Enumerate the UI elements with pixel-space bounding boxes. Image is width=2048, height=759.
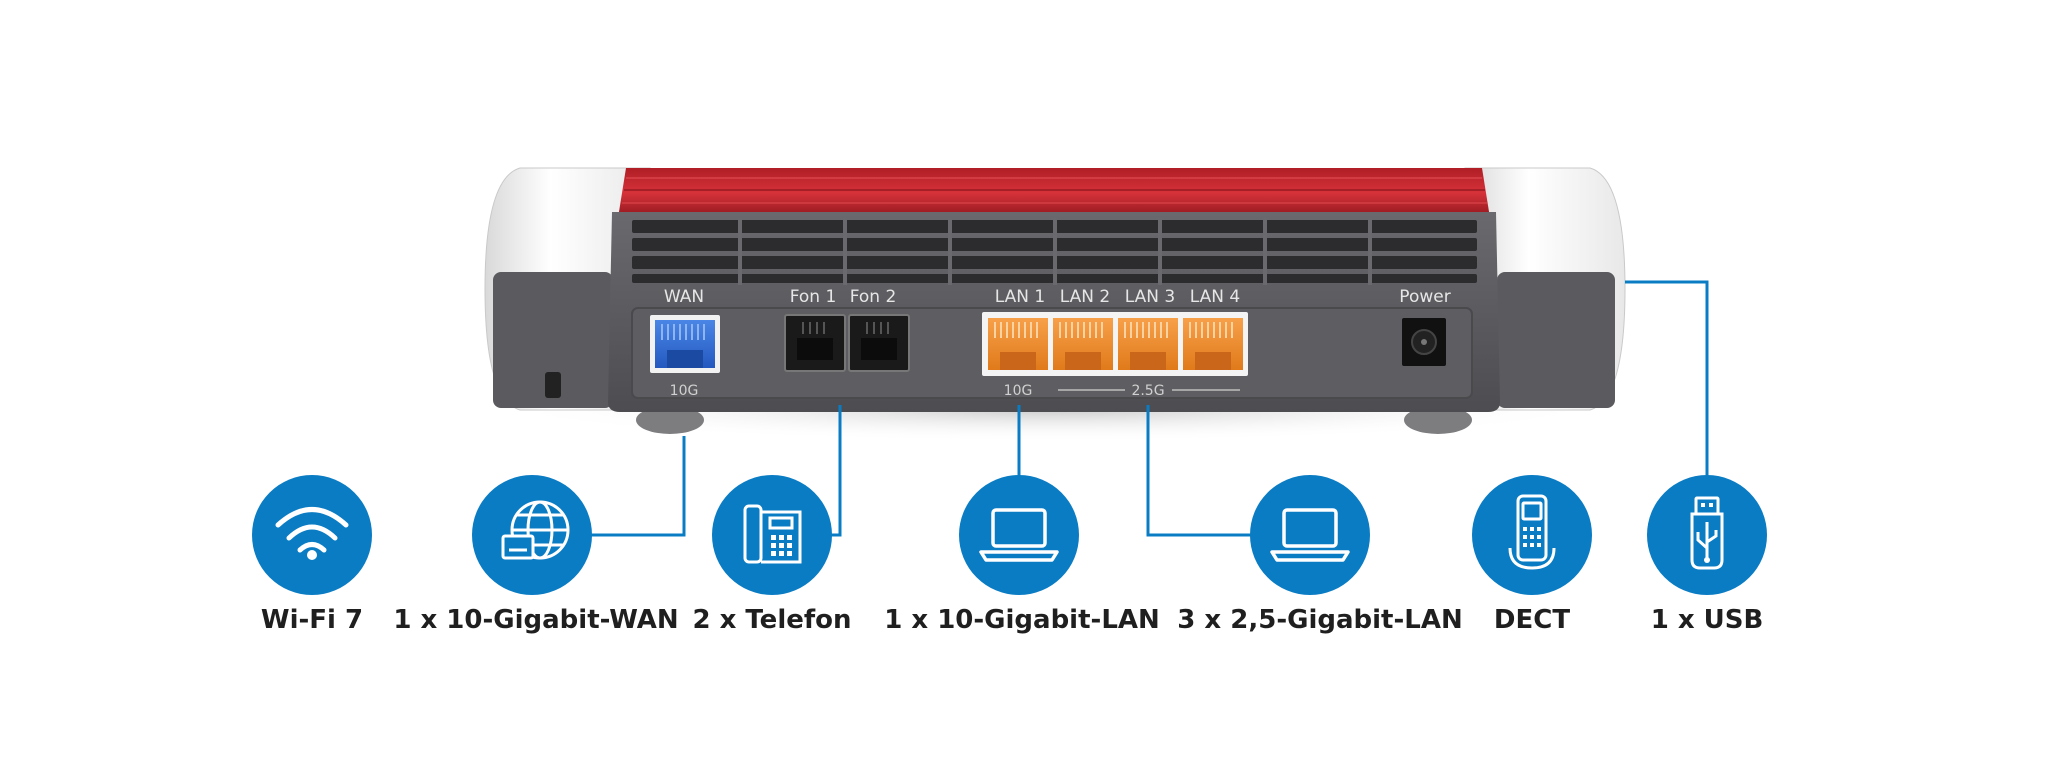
lan-rest-speed-label: 2.5G	[1131, 383, 1164, 399]
feature-circle-lan1	[959, 475, 1079, 595]
feature-label-dect: DECT	[1493, 605, 1571, 635]
router-side-block-left	[493, 272, 613, 408]
router-foot-left	[636, 406, 704, 434]
usb-stick-icon	[1690, 496, 1724, 570]
feature-circle-dect	[1472, 475, 1592, 595]
globe-router-icon	[501, 500, 570, 560]
telephone-icon	[743, 504, 802, 564]
power-socket	[1402, 318, 1446, 366]
wifi-icon	[275, 507, 349, 560]
router-foot-right	[1404, 406, 1472, 434]
wan-speed-label: 10G	[670, 383, 699, 399]
feature-label-wifi: Wi-Fi 7	[260, 605, 364, 635]
feature-label-lan-rest: 3 x 2,5-Gigabit-LAN	[1177, 605, 1463, 635]
router-side-block-right	[1497, 272, 1615, 408]
feature-circle-lan-rest	[1250, 475, 1370, 595]
cable-clip	[545, 372, 561, 398]
fon1-port-label: Fon 1	[790, 287, 837, 307]
router-red-top	[618, 168, 1490, 218]
connector-lines	[590, 280, 1709, 537]
feature-label-wan: 1 x 10-Gigabit-WAN	[393, 605, 679, 635]
lan2-port-label: LAN 2	[1060, 287, 1110, 307]
connector-lan-rest	[1146, 405, 1255, 537]
feature-circle-usb	[1647, 475, 1767, 595]
feature-circle-wifi	[252, 475, 372, 595]
feature-label-telefon: 2 x Telefon	[692, 605, 852, 635]
fon2-port	[848, 314, 910, 372]
fon1-port	[784, 314, 846, 372]
lan-port-block	[982, 312, 1248, 376]
wan-port	[650, 315, 720, 373]
lan3-port-label: LAN 3	[1125, 287, 1175, 307]
lan1-port-label: LAN 1	[995, 287, 1045, 307]
connector-usb	[1625, 280, 1709, 478]
lan4-port-label: LAN 4	[1190, 287, 1240, 307]
connector-wan	[590, 436, 686, 537]
feature-label-usb: 1 x USB	[1650, 605, 1764, 635]
lan4-port	[1183, 318, 1243, 370]
laptop-icon	[1270, 508, 1350, 562]
cordless-phone-icon	[1508, 494, 1556, 570]
power-port-label: Power	[1399, 287, 1450, 307]
lan1-speed-label: 10G	[1004, 383, 1033, 399]
fon2-port-label: Fon 2	[850, 287, 897, 307]
feature-circle-wan	[472, 475, 592, 595]
lan1-port	[988, 318, 1048, 370]
feature-circle-telefon	[712, 475, 832, 595]
lan3-port	[1118, 318, 1178, 370]
feature-label-lan1: 1 x 10-Gigabit-LAN	[884, 605, 1160, 635]
lan2-port	[1053, 318, 1113, 370]
laptop-icon	[979, 508, 1059, 562]
connector-telefon	[830, 405, 842, 537]
wan-port-label: WAN	[664, 287, 704, 307]
